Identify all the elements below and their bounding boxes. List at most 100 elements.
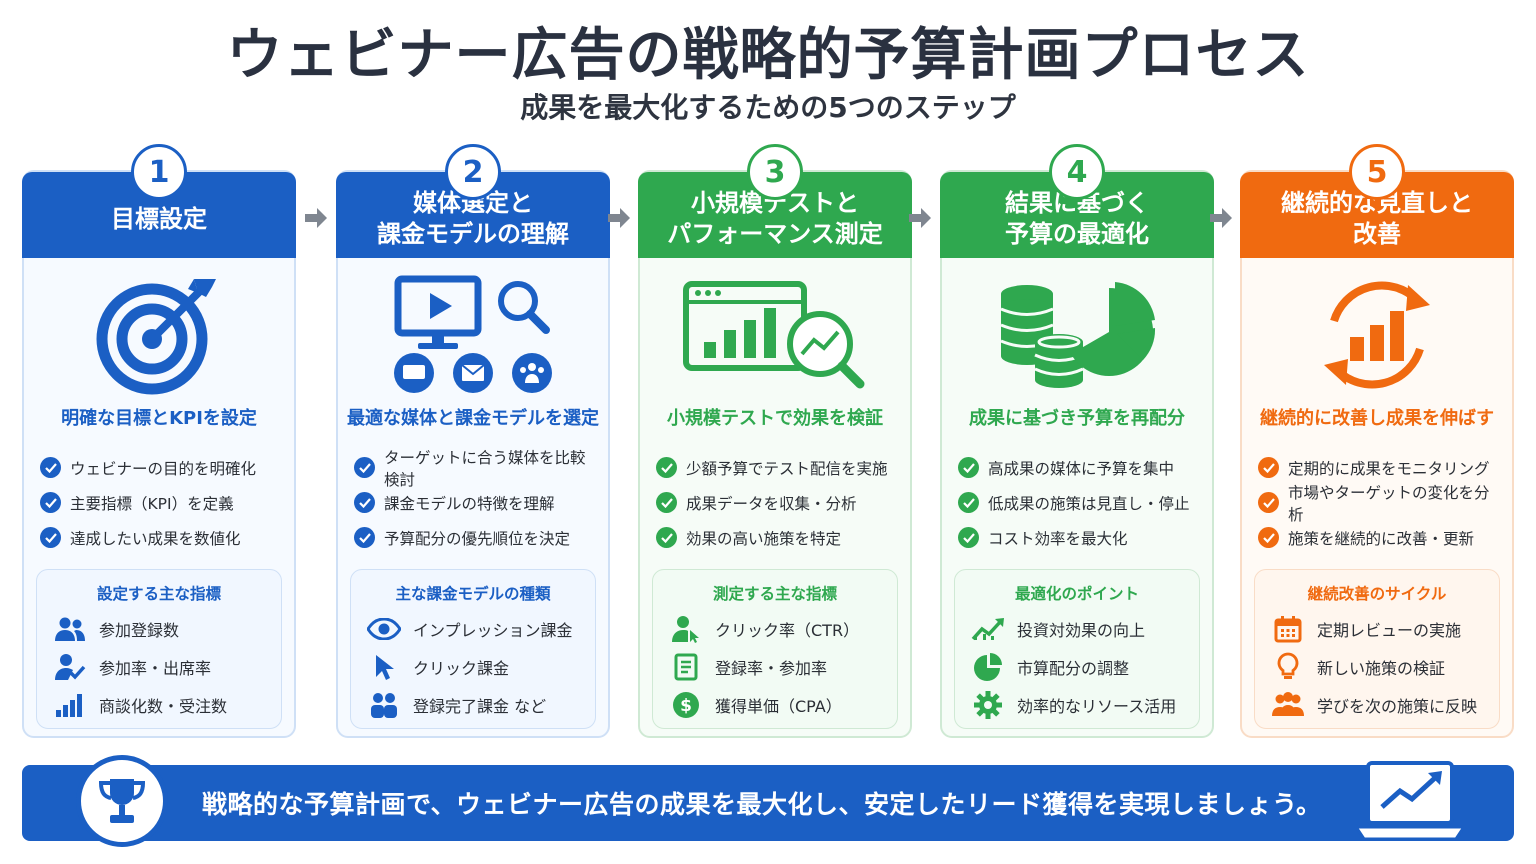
step-header: 小規模テストと パフォーマンス測定 <box>638 172 912 258</box>
lightbulb-icon <box>1271 652 1305 682</box>
trophy-icon <box>76 755 168 847</box>
info-item: クリック課金 <box>367 648 595 686</box>
check-icon <box>958 457 979 478</box>
monitor-media-icon <box>338 270 608 400</box>
check-item: 定期的に成果をモニタリング <box>1258 450 1504 485</box>
check-item: 低成果の施策は見直し・停止 <box>958 485 1204 520</box>
step-card-3: 小規模テストと パフォーマンス測定 3 小規模テストで効果を検証 少額予算でテス… <box>638 144 912 738</box>
info-item: 参加率・出席率 <box>53 648 281 686</box>
people-icon <box>53 614 87 644</box>
info-box: 最適化のポイント 投資対効果の向上 市算配分の調整 効率的なリソース活用 <box>954 569 1200 729</box>
step-title: 小規模テストと パフォーマンス測定 <box>667 189 883 248</box>
info-item: クリック率（CTR） <box>669 610 897 648</box>
info-box-title: 測定する主な指標 <box>712 585 837 603</box>
analytics-magnifier-icon <box>640 270 910 400</box>
check-icon <box>958 492 979 513</box>
step-number: 4 <box>1049 144 1105 200</box>
check-item: 予算配分の優先順位を決定 <box>354 520 600 555</box>
check-item: 市場やターゲットの変化を分析 <box>1258 484 1504 524</box>
checklist: ウェビナーの目的を明確化 主要指標（KPI）を定義 達成したい成果を数値化 <box>40 450 286 555</box>
check-item: ウェビナーの目的を明確化 <box>40 450 286 485</box>
step-subtitle: 継続的に改善し成果を伸ばす <box>1260 408 1494 429</box>
step-subtitle: 明確な目標とKPIを設定 <box>61 408 257 429</box>
check-item: 少額予算でテスト配信を実施 <box>656 450 902 485</box>
checklist: 少額予算でテスト配信を実施 成果データを収集・分析 効果の高い施策を特定 <box>656 450 902 555</box>
step-subtitle: 成果に基づき予算を再配分 <box>969 408 1185 429</box>
step-title: 媒体選定と 課金モデルの理解 <box>377 189 569 248</box>
info-item: 登録率・参加率 <box>669 648 897 686</box>
info-box: 測定する主な指標 クリック率（CTR） 登録率・参加率 $ 獲得単価（CPA） <box>652 569 898 729</box>
gear-icon <box>971 690 1005 720</box>
check-item: 施策を継続的に改善・更新 <box>1258 520 1504 555</box>
step-card-5: 継続的な見直しと 改善 5 継続的に改善し成果を伸ばす 定期的に成果をモニタリン… <box>1240 144 1514 738</box>
info-box: 継続改善のサイクル 定期レビューの実施 新しい施策の検証 学びを次の施策に反映 <box>1254 569 1500 729</box>
checklist: 定期的に成果をモニタリング 市場やターゲットの変化を分析 施策を継続的に改善・更… <box>1258 450 1504 555</box>
step-number: 2 <box>445 144 501 200</box>
check-item: 課金モデルの特徴を理解 <box>354 485 600 520</box>
calendar-icon <box>1271 614 1305 644</box>
check-icon <box>40 457 61 478</box>
info-item: 学びを次の施策に反映 <box>1271 686 1499 724</box>
user-check-icon <box>53 652 87 682</box>
info-item: 新しい施策の検証 <box>1271 648 1499 686</box>
check-icon <box>1258 527 1279 548</box>
bar-chart-icon <box>53 690 87 720</box>
summary-banner: 戦略的な予算計画で、ウェビナー広告の成果を最大化し、安定したリード獲得を実現しま… <box>22 755 1514 847</box>
check-icon <box>656 457 677 478</box>
step-card-4: 結果に基づく 予算の最適化 4 <box>940 144 1214 738</box>
info-item: 効率的なリソース活用 <box>971 686 1199 724</box>
info-item: $ 獲得単価（CPA） <box>669 686 897 724</box>
check-item: 効果の高い施策を特定 <box>656 520 902 555</box>
checklist: ターゲットに合う媒体を比較検討 課金モデルの特徴を理解 予算配分の優先順位を決定 <box>354 449 600 555</box>
coins-pie-icon <box>942 270 1212 400</box>
check-icon <box>40 527 61 548</box>
info-item: インプレッション課金 <box>367 610 595 648</box>
cycle-chart-icon <box>1242 270 1512 400</box>
page-subtitle: 成果を最大化するための5つのステップ <box>520 91 1016 124</box>
page-title: ウェビナー広告の戦略的予算計画プロセス <box>226 23 1310 88</box>
check-icon <box>1258 492 1279 513</box>
arrow-right-icon <box>1210 208 1232 228</box>
step-number: 5 <box>1349 144 1405 200</box>
laptop-chart-icon <box>1354 761 1466 841</box>
info-box: 設定する主な指標 参加登録数 参加率・出席率 商談化数・受注数 <box>36 569 282 729</box>
checklist: 高成果の媒体に予算を集中 低成果の施策は見直し・停止 コスト効率を最大化 <box>958 450 1204 555</box>
people-icon <box>367 690 401 720</box>
info-item: 商談化数・受注数 <box>53 686 281 724</box>
check-item: ターゲットに合う媒体を比較検討 <box>354 449 600 489</box>
check-icon <box>1258 457 1279 478</box>
check-icon <box>40 492 61 513</box>
info-item: 定期レビューの実施 <box>1271 610 1499 648</box>
check-item: 成果データを収集・分析 <box>656 485 902 520</box>
info-item: 登録完了課金 など <box>367 686 595 724</box>
step-card-2: 媒体選定と 課金モデルの理解 2 最適な媒体と課金モデルを選定 ターゲットに合う… <box>336 144 610 738</box>
info-item: 市算配分の調整 <box>971 648 1199 686</box>
step-number: 3 <box>747 144 803 200</box>
check-item: 主要指標（KPI）を定義 <box>40 485 286 520</box>
people-icon <box>1271 690 1305 720</box>
step-card-1: 目標設定 1 明確な目標とKPIを設定 ウェビナーの目的を明確化 主要指標（KP… <box>22 144 296 738</box>
step-subtitle: 最適な媒体と課金モデルを選定 <box>347 408 599 429</box>
info-box-title: 主な課金モデルの種類 <box>395 585 551 603</box>
arrow-right-icon <box>608 208 630 228</box>
step-number: 1 <box>131 144 187 200</box>
check-icon <box>656 492 677 513</box>
step-subtitle: 小規模テストで効果を検証 <box>667 408 883 429</box>
pie-icon <box>971 652 1005 682</box>
info-item: 参加登録数 <box>53 610 281 648</box>
target-icon <box>24 270 294 400</box>
cursor-icon <box>367 652 401 682</box>
step-title: 目標設定 <box>111 204 207 233</box>
check-item: コスト効率を最大化 <box>958 520 1204 555</box>
check-icon <box>354 492 375 513</box>
info-box-title: 最適化のポイント <box>1014 585 1139 603</box>
check-icon <box>656 527 677 548</box>
info-box-title: 継続改善のサイクル <box>1307 585 1447 603</box>
eye-icon <box>367 614 401 644</box>
check-icon <box>354 457 375 478</box>
info-item: 投資対効果の向上 <box>971 610 1199 648</box>
check-icon <box>354 527 375 548</box>
banner-text: 戦略的な予算計画で、ウェビナー広告の成果を最大化し、安定したリード獲得を実現しま… <box>202 790 1322 819</box>
arrow-right-icon <box>909 208 931 228</box>
check-icon <box>958 527 979 548</box>
